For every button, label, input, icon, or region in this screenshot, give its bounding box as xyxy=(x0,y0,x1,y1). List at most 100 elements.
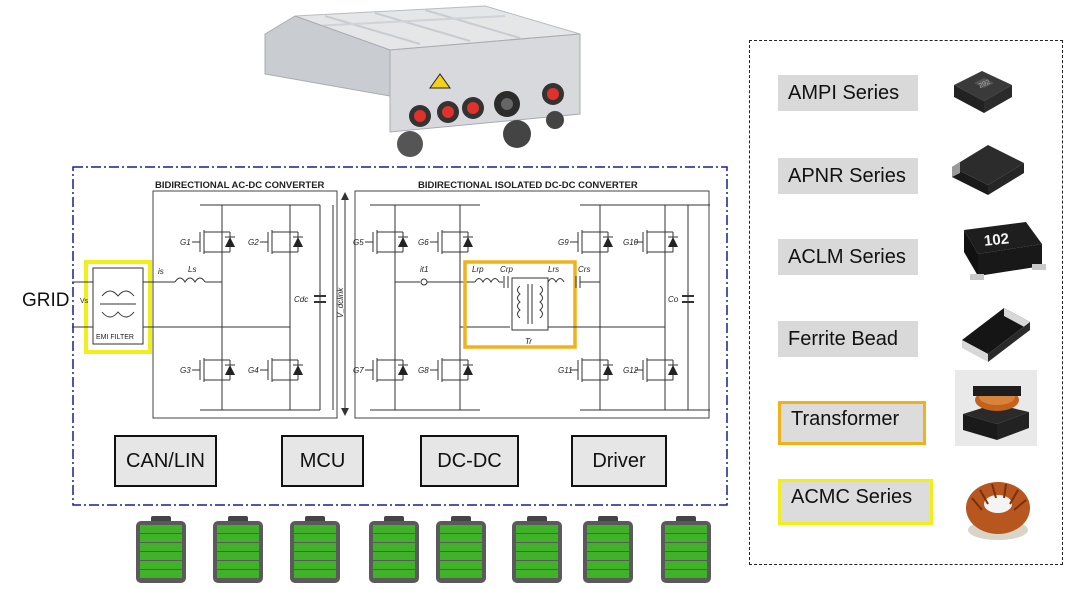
battery-cell xyxy=(217,534,259,542)
cdc-label: Cdc xyxy=(294,295,308,304)
battery-cell xyxy=(587,570,629,578)
switch-label-g10: G10 xyxy=(623,238,639,247)
chip-inductor-102-icon: 102 xyxy=(964,222,1046,280)
legend-label-transformer: Transformer xyxy=(778,401,926,445)
crs-label: Crs xyxy=(578,265,590,274)
can-lin-block: CAN/LIN xyxy=(114,435,217,487)
battery-cell xyxy=(373,552,415,560)
transformer-highlight xyxy=(463,260,577,349)
svg-text:292: 292 xyxy=(978,79,992,90)
tr-label: Tr xyxy=(525,337,532,346)
battery-cell xyxy=(665,543,707,551)
switch-g7: G7 xyxy=(353,358,408,382)
acdc-section xyxy=(152,190,338,419)
switch-g10: G10 xyxy=(623,230,678,254)
battery-cell xyxy=(440,525,482,533)
switch-g4: G4 xyxy=(248,358,303,382)
vs-label: Vs xyxy=(80,298,89,305)
battery-cell xyxy=(516,534,558,542)
switch-label-g5: G5 xyxy=(353,238,364,247)
battery-cell xyxy=(665,561,707,569)
switch-label-g2: G2 xyxy=(248,238,259,247)
switch-g2: G2 xyxy=(248,230,303,254)
battery-cell xyxy=(140,570,182,578)
toroid-choke-icon xyxy=(966,482,1030,540)
chip-marking: 102 xyxy=(983,230,1010,250)
battery-cell xyxy=(587,525,629,533)
battery-cell xyxy=(516,525,558,533)
battery-cell xyxy=(516,561,558,569)
battery-cell xyxy=(140,552,182,560)
battery-cell xyxy=(440,543,482,551)
battery-body xyxy=(290,521,340,583)
battery-icon xyxy=(512,516,562,584)
battery-cell xyxy=(440,552,482,560)
battery-icon xyxy=(136,516,186,584)
battery-cell xyxy=(587,552,629,560)
battery-cell xyxy=(294,570,336,578)
ferrite-bead-icon xyxy=(962,308,1030,362)
battery-cell xyxy=(140,534,182,542)
co-label: Co xyxy=(668,295,679,304)
switch-label-g6: G6 xyxy=(418,238,429,247)
battery-cell xyxy=(665,534,707,542)
ls-label: Ls xyxy=(188,265,196,274)
switch-g6: G6 xyxy=(418,230,473,254)
grid-label: GRID xyxy=(22,290,70,311)
battery-body xyxy=(213,521,263,583)
legend-label-acmc: ACMC Series xyxy=(778,479,933,525)
battery-body xyxy=(136,521,186,583)
switch-label-g1: G1 xyxy=(180,238,191,247)
transformer-icon xyxy=(955,370,1037,446)
is-label: is xyxy=(158,267,164,276)
battery-icon xyxy=(290,516,340,584)
vdclink-label: V_dclink xyxy=(336,287,345,318)
battery-cell xyxy=(294,534,336,542)
switch-label-g4: G4 xyxy=(248,366,259,375)
battery-cell xyxy=(140,543,182,551)
switch-label-g12: G12 xyxy=(623,366,639,375)
battery-cell xyxy=(217,561,259,569)
onboard-charger-image xyxy=(264,5,581,157)
battery-cell xyxy=(440,534,482,542)
emi-filter-highlight xyxy=(84,260,152,354)
battery-cell xyxy=(587,534,629,542)
switch-label-g11: G11 xyxy=(558,366,573,375)
battery-cell xyxy=(665,552,707,560)
switch-g12: G12 xyxy=(623,358,678,382)
battery-cell xyxy=(294,525,336,533)
system-boundary xyxy=(72,166,728,506)
battery-cell xyxy=(665,525,707,533)
battery-icon xyxy=(213,516,263,584)
switch-g8: G8 xyxy=(418,358,473,382)
battery-body xyxy=(512,521,562,583)
battery-icon xyxy=(661,516,711,584)
legend-label-aclm: ACLM Series xyxy=(778,239,918,275)
battery-cell xyxy=(217,552,259,560)
battery-cell xyxy=(294,543,336,551)
switch-g9: G9 xyxy=(558,230,613,254)
dcdc-section xyxy=(354,190,710,419)
battery-cell xyxy=(217,570,259,578)
legend-label-ferrite: Ferrite Bead xyxy=(778,321,918,357)
battery-cell xyxy=(665,570,707,578)
battery-cell xyxy=(440,570,482,578)
emi-filter-block xyxy=(92,267,144,345)
battery-icon xyxy=(583,516,633,584)
battery-cell xyxy=(373,561,415,569)
dcdc-title: BIDIRECTIONAL ISOLATED DC-DC CONVERTER xyxy=(418,180,638,191)
molded-inductor-icon xyxy=(952,145,1024,195)
battery-cell xyxy=(587,543,629,551)
component-legend xyxy=(749,40,1063,565)
acdc-title: BIDIRECTIONAL AC-DC CONVERTER xyxy=(155,180,325,191)
battery-cell xyxy=(516,570,558,578)
lrp-label: Lrp xyxy=(472,265,484,274)
battery-cell xyxy=(373,525,415,533)
battery-cell xyxy=(294,552,336,560)
battery-cell xyxy=(140,525,182,533)
switch-label-g9: G9 xyxy=(558,238,569,247)
switch-g5: G5 xyxy=(353,230,408,254)
battery-cell xyxy=(440,561,482,569)
battery-cell xyxy=(587,561,629,569)
switch-g11: G11 xyxy=(558,358,613,382)
